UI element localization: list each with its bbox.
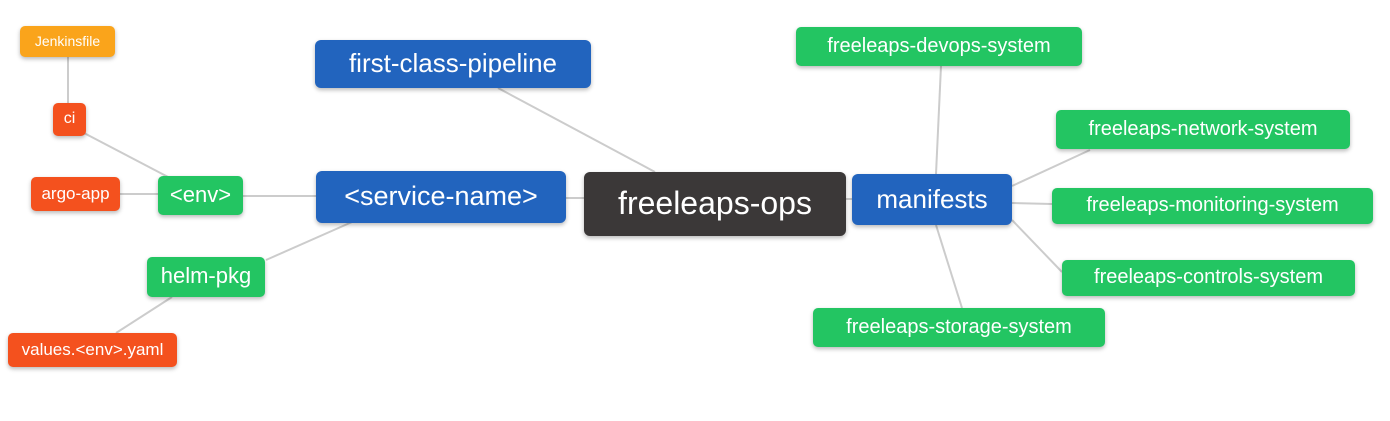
edge-manifests-to-freeleaps-devops-system xyxy=(935,65,942,175)
node-service-name[interactable]: <service-name> xyxy=(316,171,566,223)
edge-first-class-pipeline-to-freeleaps-ops xyxy=(497,87,656,173)
node-values-env-yaml[interactable]: values.<env>.yaml xyxy=(8,333,177,367)
node-freeleaps-devops-system[interactable]: freeleaps-devops-system xyxy=(796,27,1082,66)
node-freeleaps-monitoring-system[interactable]: freeleaps-monitoring-system xyxy=(1052,188,1373,224)
edge-manifests-to-freeleaps-storage-system xyxy=(935,224,963,309)
node-first-class-pipeline[interactable]: first-class-pipeline xyxy=(315,40,591,88)
edge-manifests-to-freeleaps-controls-system xyxy=(1011,219,1063,273)
edge-manifests-to-freeleaps-monitoring-system xyxy=(1011,202,1053,205)
edge-helm-pkg-to-values-env-yaml xyxy=(115,296,173,334)
node-freeleaps-network-system[interactable]: freeleaps-network-system xyxy=(1056,110,1350,149)
node-manifests[interactable]: manifests xyxy=(852,174,1012,225)
edge-service-name-to-helm-pkg xyxy=(265,221,353,261)
node-env[interactable]: <env> xyxy=(158,176,243,215)
node-helm-pkg[interactable]: helm-pkg xyxy=(147,257,265,297)
node-ci[interactable]: ci xyxy=(53,103,86,136)
edge-ci-to-env xyxy=(83,132,171,179)
edge-manifests-to-freeleaps-network-system xyxy=(1011,149,1091,187)
node-freeleaps-storage-system[interactable]: freeleaps-storage-system xyxy=(813,308,1105,347)
node-jenkinsfile[interactable]: Jenkinsfile xyxy=(20,26,115,57)
node-freeleaps-controls-system[interactable]: freeleaps-controls-system xyxy=(1062,260,1355,296)
node-freeleaps-ops-root[interactable]: freeleaps-ops xyxy=(584,172,846,236)
node-argo-app[interactable]: argo-app xyxy=(31,177,120,211)
